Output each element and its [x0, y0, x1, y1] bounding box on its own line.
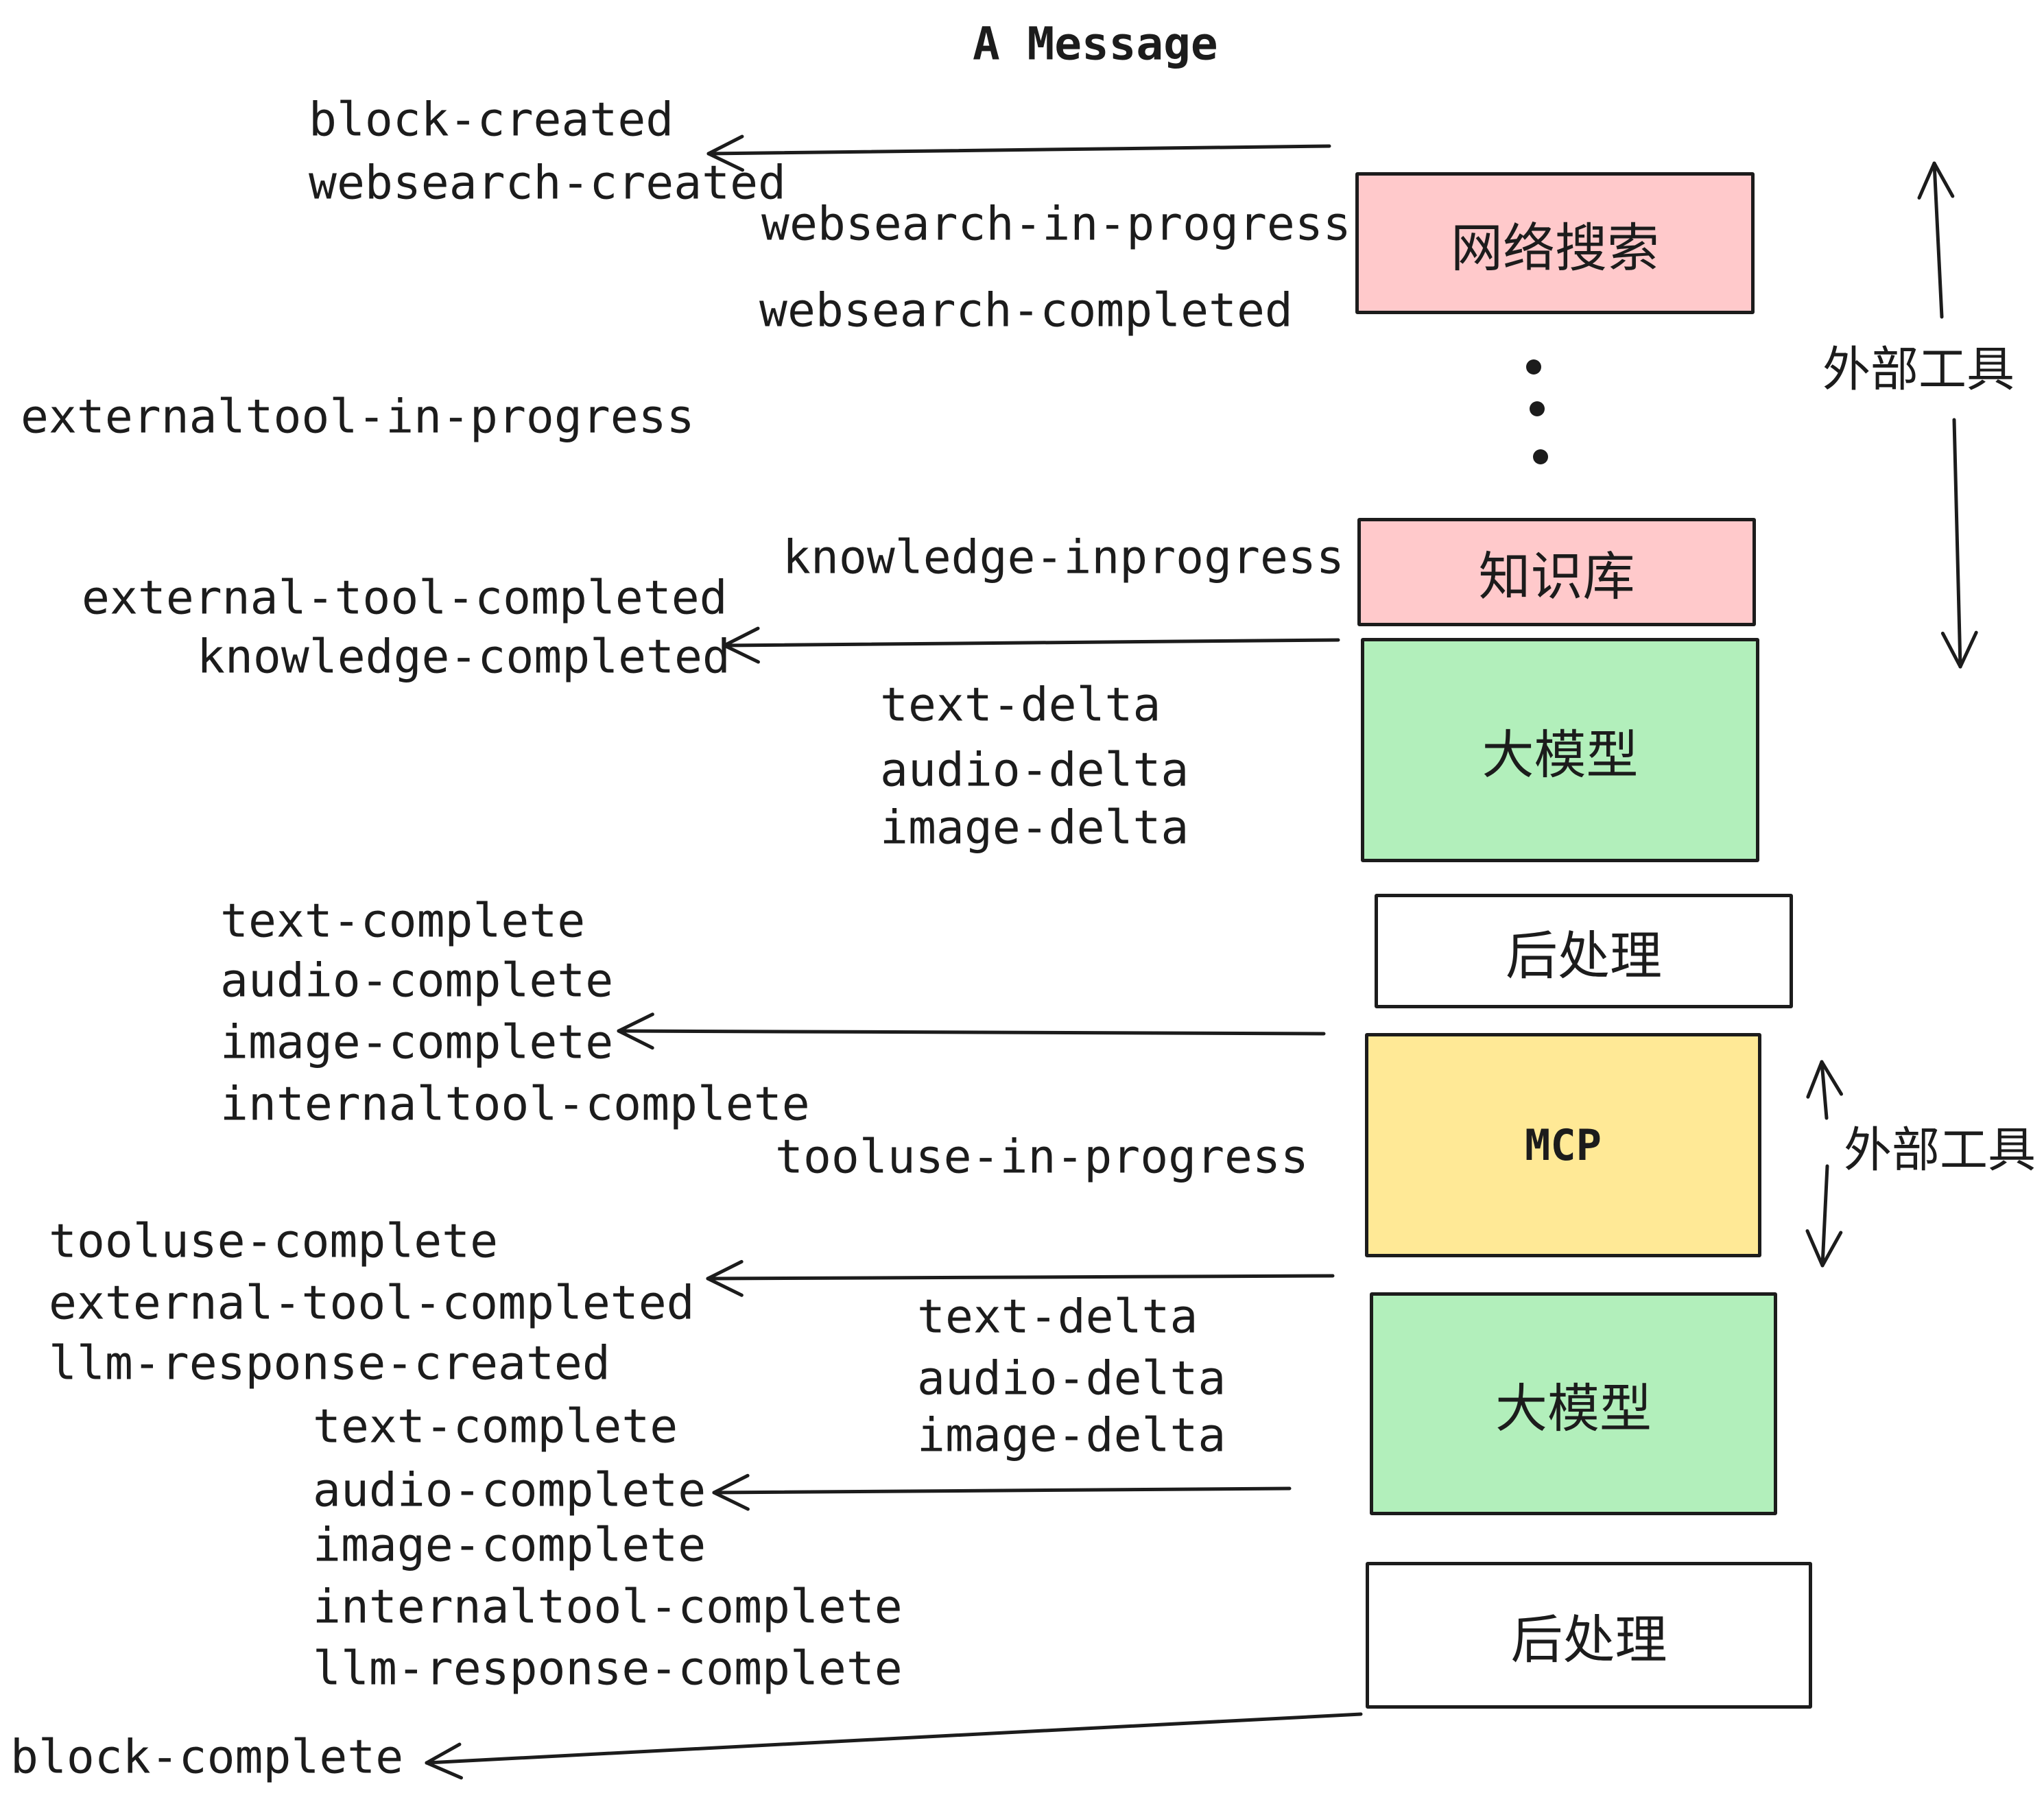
- box-mcp: MCP: [1365, 1033, 1761, 1257]
- external-tools-arrow-up-1: [1917, 161, 1955, 319]
- box-websearch: 网络搜索: [1355, 172, 1755, 314]
- event-label-tooluse-in-progress: tooluse-in-progress: [775, 1130, 1309, 1185]
- external-tools-arrow-down-2: [1805, 1164, 1843, 1268]
- event-label-websearch-in-progress: websearch-in-progress: [761, 197, 1351, 252]
- event-label-external-tool-completed: external-tool-completed: [49, 1276, 695, 1331]
- box-label-post-2: 后处理: [1510, 1609, 1667, 1670]
- event-label-text-complete: text-complete: [220, 894, 586, 949]
- event-label-websearch-created: websearch-created: [309, 156, 786, 211]
- event-label-llm-response-complete: llm-response-complete: [313, 1641, 903, 1696]
- event-label-image-complete: image-complete: [220, 1015, 614, 1070]
- event-label-audio-delta: audio-delta: [880, 743, 1189, 798]
- ellipsis-dot-3: [1533, 449, 1548, 464]
- box-label-llm-2: 大模型: [1495, 1377, 1652, 1439]
- box-label-llm-1: 大模型: [1482, 724, 1639, 785]
- event-label-audio-complete: audio-complete: [313, 1463, 706, 1518]
- box-label-websearch: 网络搜索: [1451, 217, 1659, 278]
- event-label-knowledge-inprogress: knowledge-inprogress: [783, 530, 1344, 585]
- event-label-text-delta: text-delta: [880, 678, 1161, 733]
- box-label-mcp: MCP: [1525, 1120, 1602, 1170]
- arrow-to-audio-complete: [712, 1473, 1292, 1511]
- event-label-audio-complete: audio-complete: [220, 953, 614, 1008]
- event-label-text-delta: text-delta: [917, 1290, 1198, 1344]
- arrow-to-knowledge-completed: [722, 626, 1340, 664]
- box-label-post-1: 后处理: [1506, 925, 1662, 986]
- event-label-image-delta: image-delta: [880, 800, 1189, 855]
- box-knowledge: 知识库: [1357, 518, 1756, 626]
- box-label-knowledge: 知识库: [1478, 546, 1635, 607]
- ellipsis-dot-1: [1526, 359, 1541, 375]
- event-label-image-delta: image-delta: [917, 1408, 1226, 1463]
- event-label-llm-response-created: llm-response-created: [49, 1336, 610, 1391]
- side-label-external-tools-2: 外部工具: [1844, 1121, 2036, 1178]
- box-llm-1: 大模型: [1361, 638, 1759, 862]
- side-label-external-tools-1: 外部工具: [1822, 341, 2015, 398]
- event-label-tooluse-complete: tooluse-complete: [49, 1214, 499, 1269]
- arrow-to-image-complete: [617, 1012, 1326, 1050]
- event-label-internaltool-complete: internaltool-complete: [220, 1077, 810, 1132]
- arrow-to-block-complete: [425, 1712, 1363, 1780]
- external-tools-arrow-up-2: [1806, 1060, 1844, 1120]
- box-post-1: 后处理: [1375, 894, 1793, 1008]
- box-llm-2: 大模型: [1370, 1292, 1777, 1515]
- event-label-externaltool-in-progress: externaltool-in-progress: [21, 390, 695, 444]
- ellipsis-dot-2: [1530, 401, 1545, 416]
- external-tools-arrow-down-1: [1940, 418, 1978, 669]
- event-label-block-complete: block-complete: [10, 1730, 404, 1785]
- event-label-block-created: block-created: [309, 93, 674, 147]
- event-label-external-tool-completed: external-tool-completed: [82, 571, 728, 626]
- event-label-image-complete: image-complete: [313, 1518, 706, 1573]
- event-label-internaltool-complete: internaltool-complete: [313, 1580, 903, 1635]
- event-label-websearch-completed: websearch-completed: [759, 283, 1293, 338]
- arrow-to-block-created: [706, 134, 1331, 172]
- event-label-text-complete: text-complete: [313, 1399, 678, 1454]
- box-post-2: 后处理: [1366, 1562, 1812, 1709]
- event-label-knowledge-completed: knowledge-completed: [197, 630, 730, 685]
- event-label-audio-delta: audio-delta: [917, 1351, 1226, 1406]
- diagram-title: A Message: [973, 17, 1218, 71]
